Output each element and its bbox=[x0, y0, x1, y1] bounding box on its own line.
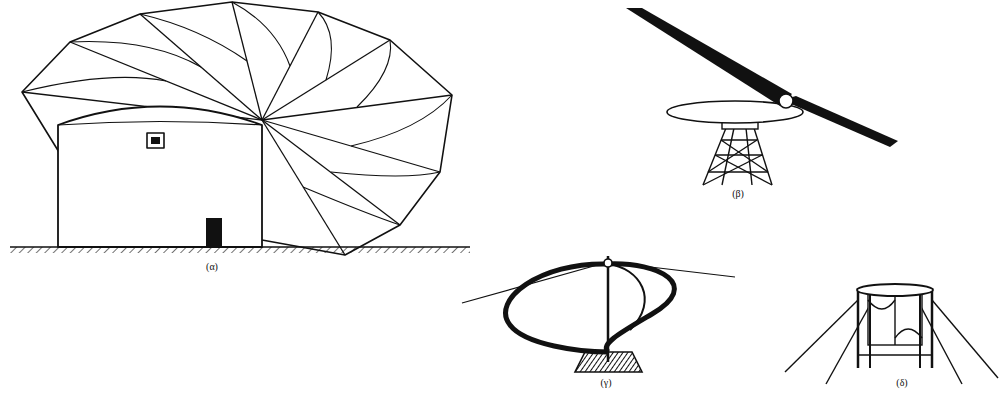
figure-label: (α) bbox=[205, 261, 219, 273]
figure-label: (γ) bbox=[599, 377, 612, 389]
savonius-turbine bbox=[785, 284, 998, 384]
darrieus-turbine bbox=[462, 256, 735, 372]
figure-label: (β) bbox=[731, 188, 745, 200]
figure-label: (δ) bbox=[895, 377, 908, 389]
horizontal-axis-turbine bbox=[626, 8, 898, 185]
sail-windmill bbox=[10, 2, 470, 255]
